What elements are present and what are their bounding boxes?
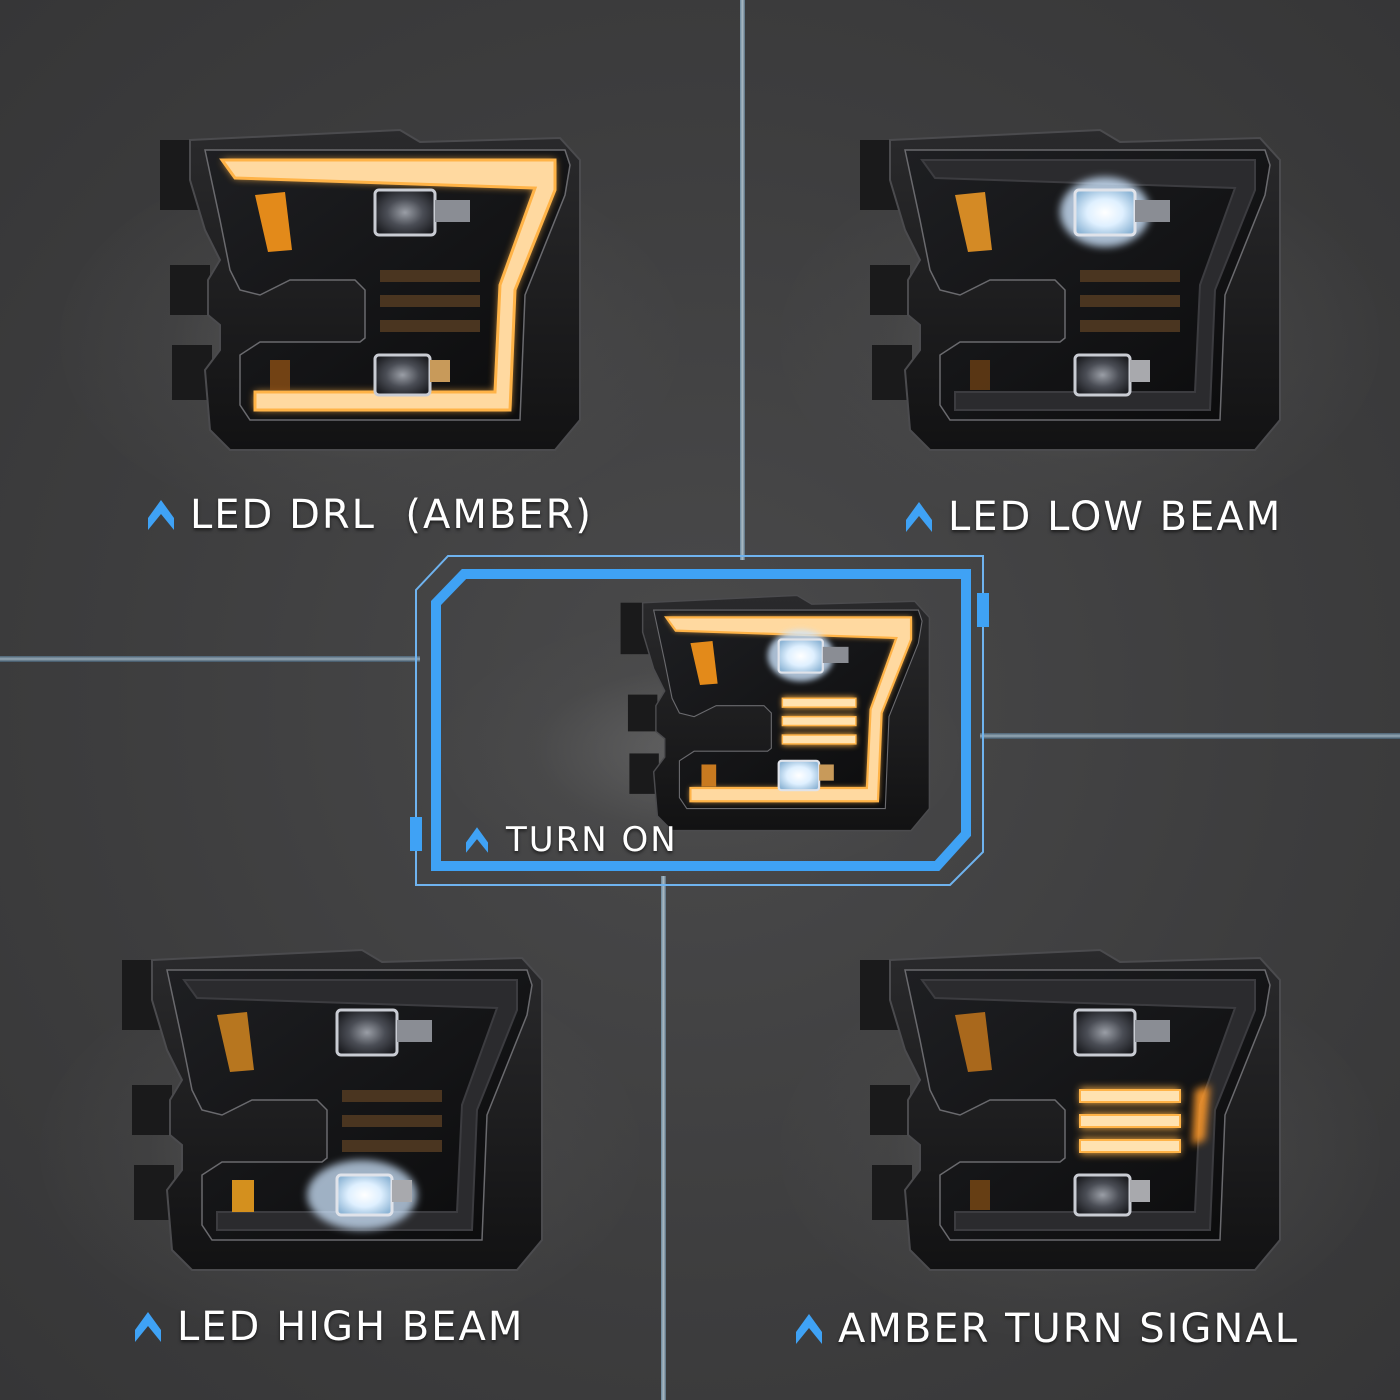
label-text: TURN ON [506,820,678,860]
label-text: AMBER TURN SIGNAL [838,1306,1299,1352]
horizontal-divider-left [0,656,420,662]
label-turn-on: TURN ON [466,820,678,860]
chevron-up-icon [796,1314,822,1344]
panel-turn-on [615,588,935,838]
horizontal-divider-right [980,733,1400,739]
label-amber-turn-signal: AMBER TURN SIGNAL [796,1306,1299,1352]
chevron-up-icon [906,502,932,532]
panel-led-high-beam [112,940,552,1280]
headlight-image-drl [159,129,581,451]
headlight-image-high-beam [121,949,543,1271]
chevron-up-icon [466,827,488,853]
label-led-low-beam: LED LOW BEAM [906,494,1282,540]
panel-led-drl [150,120,590,460]
panel-amber-turn-signal [850,940,1290,1280]
label-text: LED LOW BEAM [948,494,1283,540]
headlight-image-turn-on [619,594,931,832]
chevron-up-icon [148,500,174,530]
label-text: LED HIGH BEAM [177,1304,525,1350]
label-led-high-beam: LED HIGH BEAM [135,1304,524,1350]
chevron-up-icon [135,1312,161,1342]
label-led-drl: LED DRL (AMBER) [148,492,593,538]
label-text: LED DRL (AMBER) [190,492,593,538]
vertical-divider-top [740,0,745,560]
vertical-divider-bottom [661,876,666,1400]
headlight-image-low-beam [859,129,1281,451]
headlight-image-turn-signal [859,949,1281,1271]
panel-led-low-beam [850,120,1290,460]
